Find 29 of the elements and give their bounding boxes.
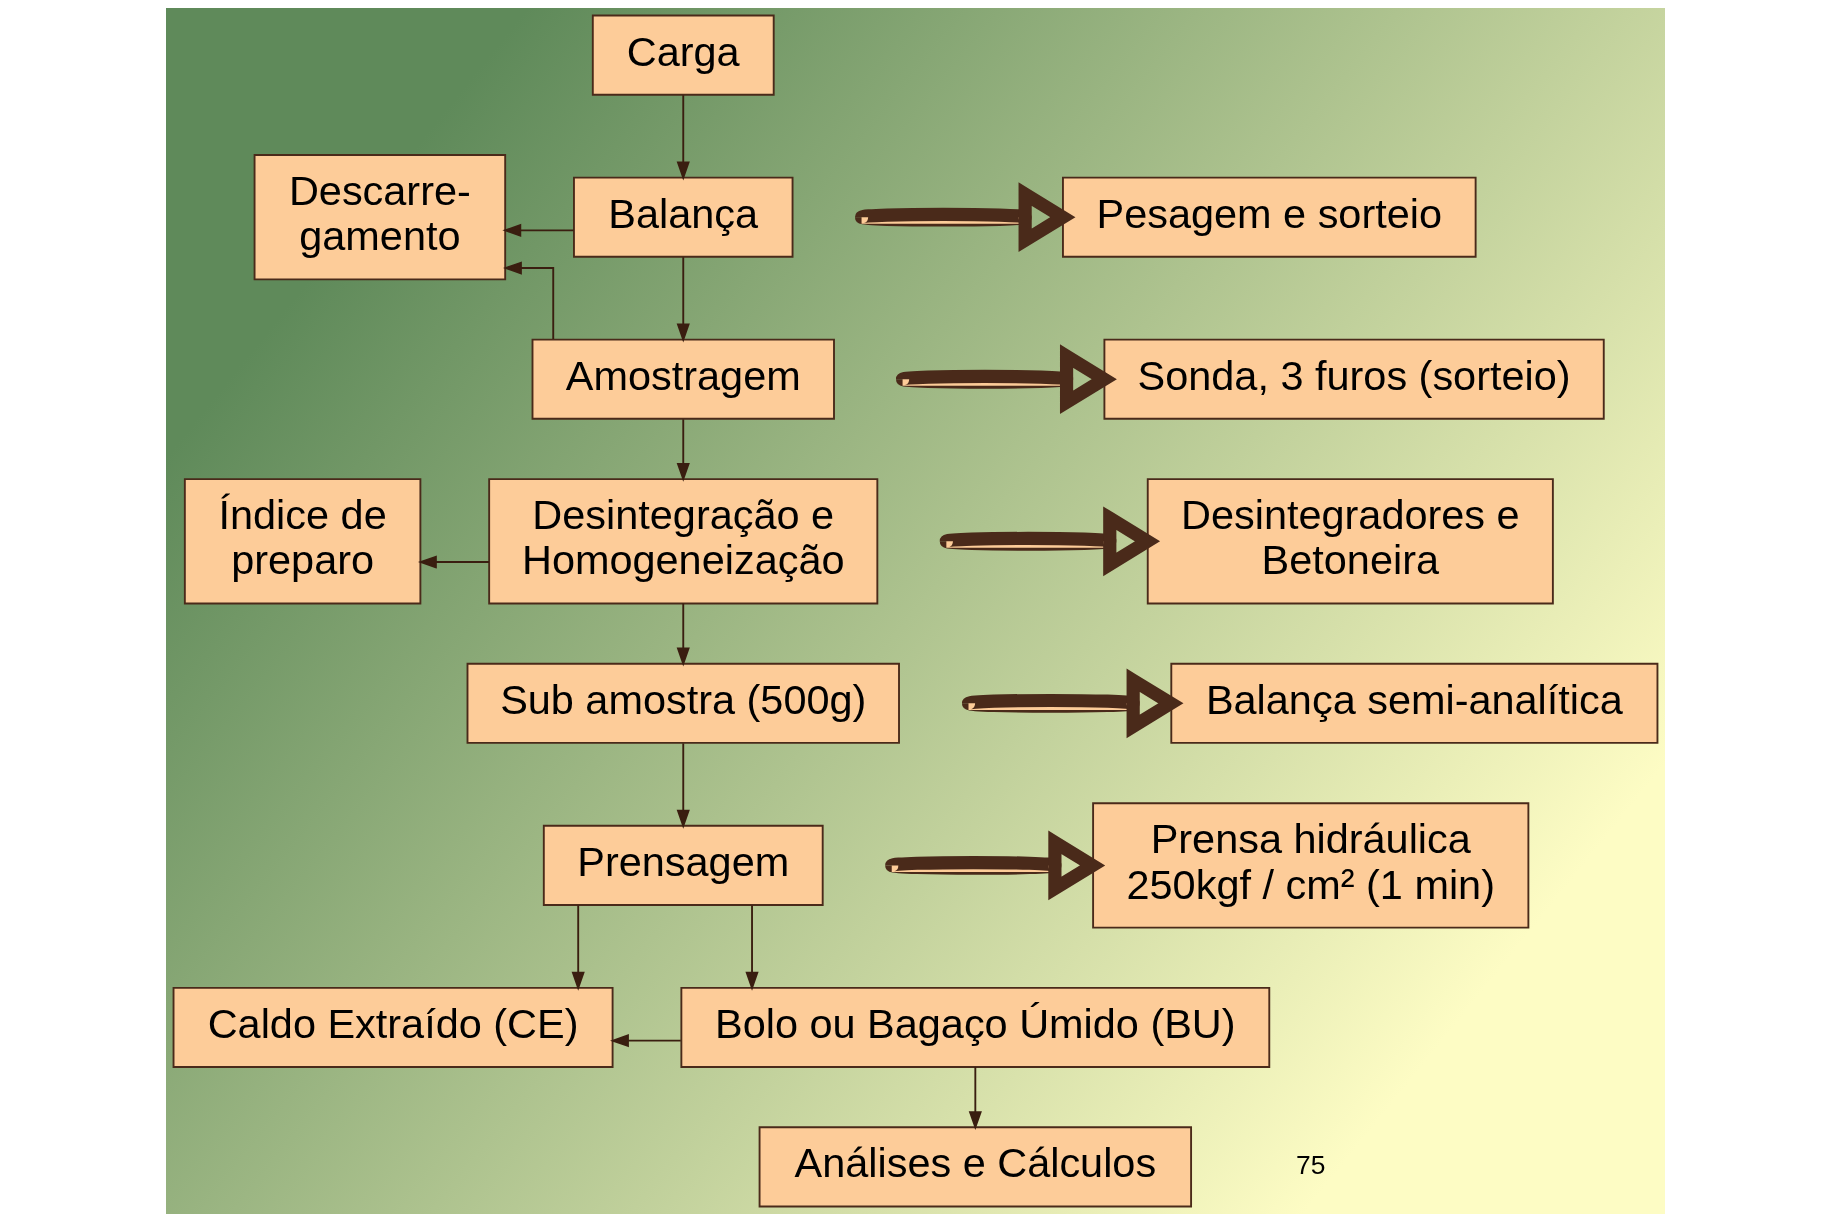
arrow — [676, 742, 690, 829]
node-box: Prensa hidráulica 250kgf / cm² (1 min) — [1091, 802, 1529, 929]
arrow — [571, 904, 585, 991]
node-box: Índice de preparo — [183, 478, 421, 605]
node-box: Descarre- gamento — [253, 154, 506, 281]
node-box: Balança semi-analítica — [1169, 662, 1658, 744]
arrow — [676, 602, 690, 667]
arrow — [676, 418, 690, 482]
arrow — [676, 256, 690, 343]
node-box: Prensagem — [542, 824, 824, 906]
arrow — [609, 1034, 682, 1048]
arrow — [501, 223, 575, 237]
node-box: Sub amostra (500g) — [466, 662, 900, 744]
node-box: Carga — [591, 14, 775, 96]
node-box: Sonda, 3 furos (sorteio) — [1102, 338, 1605, 420]
arrow — [676, 94, 690, 181]
node-box: Desintegração e Homogeneização — [487, 478, 878, 605]
arrow — [417, 555, 490, 569]
node-box: Caldo Extraído (CE) — [172, 986, 614, 1068]
node-box: Amostragem — [531, 338, 835, 420]
node-box: Pesagem e sorteio — [1061, 176, 1477, 258]
node-box: Desintegradores e Betoneira — [1146, 478, 1554, 605]
label: 75 — [1295, 1149, 1325, 1180]
arrow — [744, 904, 759, 991]
node-box: Balança — [572, 176, 793, 258]
arrow — [502, 261, 554, 341]
node-box: Análises e Cálculos — [758, 1126, 1192, 1208]
node-box: Bolo ou Bagaço Úmido (BU) — [679, 986, 1270, 1068]
arrow — [968, 1066, 982, 1131]
